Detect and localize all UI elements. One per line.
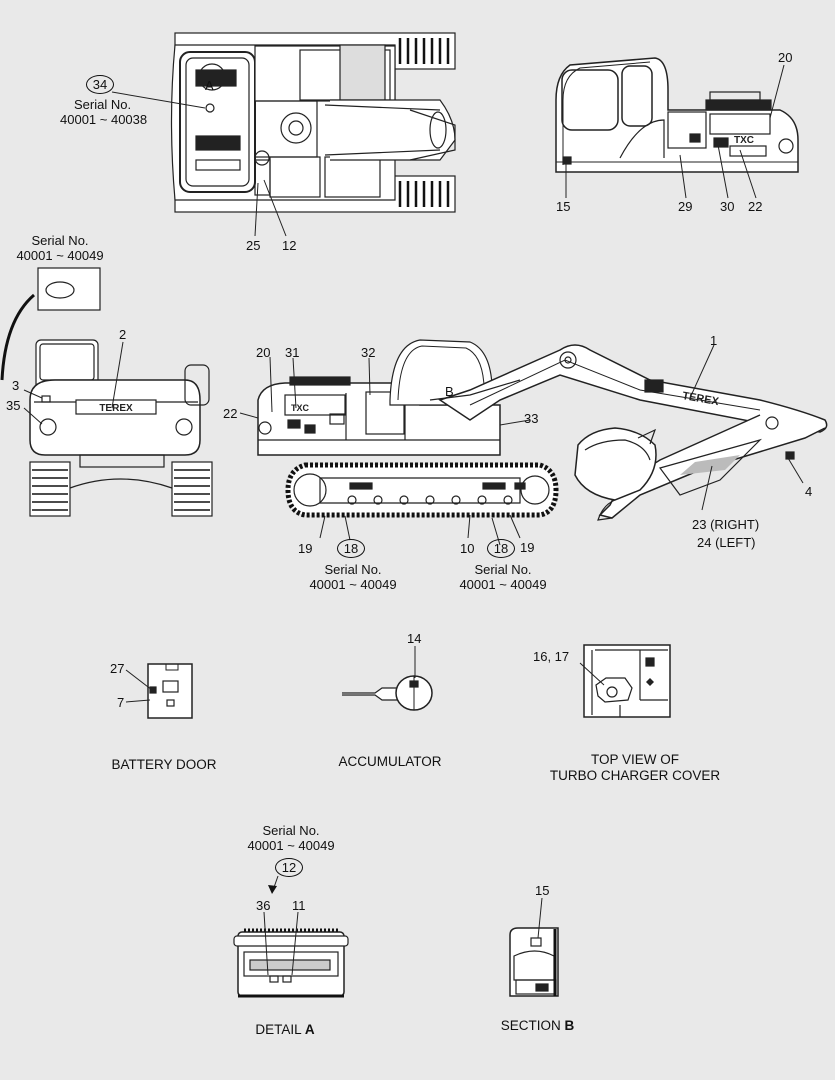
side-view-cab-drawing: TXC <box>555 57 799 199</box>
accumulator-drawing <box>342 646 433 711</box>
serial-range-a: 40001 ~ 40038 <box>60 112 148 127</box>
serial-label-d: Serial No. <box>474 562 532 577</box>
callout-18-right: 18 <box>487 539 515 558</box>
serial-range-d: 40001 ~ 40049 <box>459 577 547 592</box>
callout-3: 3 <box>12 378 20 393</box>
callout-7: 7 <box>117 695 125 710</box>
rear-view-drawing: TEREX <box>0 267 213 517</box>
callout-24: 24 (LEFT) <box>697 535 756 550</box>
detail-caption-word: DETAIL <box>255 1022 302 1037</box>
section-b-caption: SECTION B <box>490 1017 585 1034</box>
callout-27: 27 <box>110 661 125 676</box>
callout-19-left: 19 <box>298 541 313 556</box>
detail-a-caption: DETAIL A <box>240 1021 330 1038</box>
callout-23: 23 (RIGHT) <box>692 517 760 532</box>
serial-label-e: Serial No. <box>262 823 320 838</box>
callout-22-cab: 22 <box>748 199 763 214</box>
callout-15-cab: 15 <box>556 199 571 214</box>
callout-11: 11 <box>292 898 306 913</box>
main-side-view-drawing: TXC TEREX <box>239 339 828 546</box>
rear-brand-decal: TEREX <box>99 403 133 414</box>
detail-a-marker: A <box>205 78 214 93</box>
callout-2: 2 <box>119 327 127 342</box>
callout-4: 4 <box>805 484 813 499</box>
callout-18-left: 18 <box>337 539 365 558</box>
callout-25: 25 <box>246 238 261 253</box>
callout-20-cab: 20 <box>778 50 793 65</box>
serial-range-b: 40001 ~ 40049 <box>16 248 104 263</box>
turbo-cover-drawing <box>579 644 671 718</box>
serial-label-c: Serial No. <box>324 562 382 577</box>
accumulator-caption: ACCUMULATOR <box>338 754 442 769</box>
callout-14: 14 <box>407 631 422 646</box>
section-b-marker: B <box>445 384 454 399</box>
callout-30: 30 <box>720 199 735 214</box>
callout-1: 1 <box>710 333 718 348</box>
callout-22-side: 22 <box>223 406 238 421</box>
callout-15-section: 15 <box>535 883 550 898</box>
callout-12-top: 12 <box>282 238 297 253</box>
battery-door-caption: BATTERY DOOR <box>111 757 217 772</box>
section-caption-word: SECTION <box>500 1018 561 1033</box>
detail-a-drawing <box>233 875 349 998</box>
callout-29: 29 <box>678 199 693 214</box>
side-model-decal: TXC <box>291 403 310 413</box>
serial-range-e: 40001 ~ 40049 <box>247 838 335 853</box>
callout-32: 32 <box>361 345 376 360</box>
callout-36: 36 <box>256 898 271 913</box>
battery-door-drawing <box>125 663 193 719</box>
serial-label-a: Serial No. <box>74 97 132 112</box>
callout-34: 34 <box>86 75 114 94</box>
callout-33: 33 <box>524 411 539 426</box>
section-b-drawing <box>509 897 559 997</box>
turbo-caption-line1: TOP VIEW OF <box>590 752 679 767</box>
callout-20-side: 20 <box>256 345 271 360</box>
callout-19-right: 19 <box>520 540 535 555</box>
section-caption-letter: B <box>564 1018 575 1033</box>
serial-label-b: Serial No. <box>31 233 89 248</box>
turbo-caption-line2: TURBO CHARGER COVER <box>549 768 721 783</box>
callout-16-17: 16, 17 <box>533 649 570 664</box>
top-view-drawing <box>111 32 456 237</box>
callout-12-detail: 12 <box>275 858 303 877</box>
callout-10: 10 <box>460 541 475 556</box>
callout-31: 31 <box>285 345 300 360</box>
cab-model-decal: TXC <box>734 135 754 146</box>
serial-range-c: 40001 ~ 40049 <box>309 577 397 592</box>
detail-caption-letter: A <box>304 1022 315 1037</box>
callout-35: 35 <box>6 398 21 413</box>
